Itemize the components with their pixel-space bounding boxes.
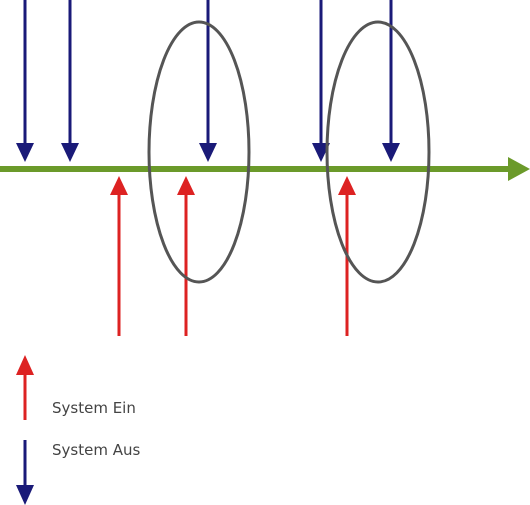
legend-system-on-label: System Ein [52, 399, 136, 417]
highlight-ellipse [325, 20, 431, 284]
off-arrow [312, 0, 330, 162]
timeline-arrow [0, 157, 530, 181]
on-arrow [338, 176, 356, 336]
legend-off-icon [16, 440, 34, 505]
on-events [110, 176, 356, 336]
legend-system-off-label: System Aus [52, 441, 141, 459]
highlight-ellipse [147, 20, 251, 284]
off-arrow [16, 0, 34, 162]
highlight-groups [147, 20, 431, 284]
on-arrow [177, 176, 195, 336]
on-arrow [110, 176, 128, 336]
off-arrow [61, 0, 79, 162]
timeline-arrowhead-icon [508, 157, 530, 181]
legend-on-icon [16, 355, 34, 420]
off-arrow [382, 0, 400, 162]
